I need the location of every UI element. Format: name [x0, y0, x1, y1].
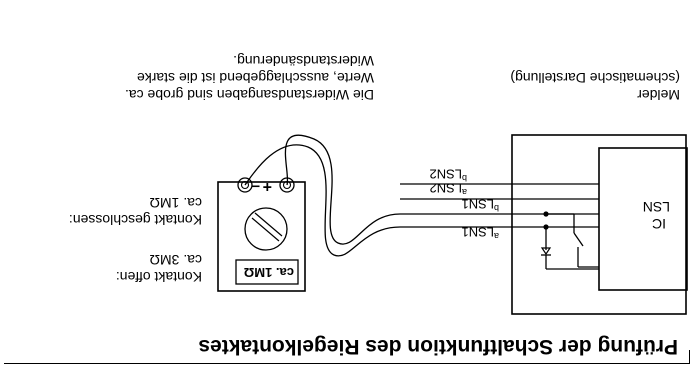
terminal-name: LSN1: [461, 196, 494, 212]
test-lead-2: [284, 134, 401, 245]
terminal-prefix: a: [493, 231, 499, 241]
terminal-prefix: b: [461, 173, 467, 183]
minus-terminal: [237, 177, 253, 193]
plus-terminal: [279, 177, 295, 193]
ic-block: [598, 147, 688, 291]
terminal-name: LSN2: [429, 166, 462, 182]
meter-scale-label: ca. 1MΩ: [243, 265, 294, 280]
resistance-note-line-1: Die Widerstandsangaben sind grobe ca.: [124, 87, 374, 103]
contact-open-label: Kontakt offen:: [115, 269, 202, 285]
contact-open-value: ca. 3MΩ: [149, 252, 202, 268]
detector-housing: [511, 134, 687, 315]
dial-pointer-line-1: [254, 212, 283, 237]
ohmmeter-dial: [244, 207, 288, 251]
terminal-label-blsn2: bLSN2: [429, 167, 467, 183]
detector-caption-note: (schematische Darstellung): [510, 70, 680, 86]
plus-terminal-inner: [282, 180, 292, 190]
contact-closed-label: Kontakt geschlossen:: [68, 212, 202, 228]
terminal-name: LSN1: [461, 224, 494, 240]
terminal-label-alsn1: aLSN1: [461, 225, 499, 241]
ohmmeter-scale-box: [235, 259, 299, 285]
plus-sign: +: [262, 178, 272, 195]
terminal-prefix: a: [461, 187, 467, 197]
bolt-contact-switch: [573, 232, 584, 247]
contact-closed-value: ca. 1MΩ: [149, 195, 202, 211]
resistance-note-line-2: Werte, ausschlaggebend ist die starke: [136, 70, 374, 86]
dial-pointer-line-2: [251, 217, 280, 242]
minus-sign: –: [251, 178, 260, 195]
terminal-prefix: b: [493, 203, 499, 213]
test-lead-1: [244, 144, 401, 257]
minus-terminal-inner: [240, 180, 250, 190]
terminal-label-blsn1: bLSN1: [461, 197, 499, 213]
diode-symbol: [540, 247, 552, 256]
ohmmeter-body: [217, 181, 306, 292]
lsn-label: LSN: [642, 199, 670, 215]
detector-caption: Melder: [637, 87, 680, 103]
ic-label: IC: [652, 216, 666, 232]
terminal-label-alsn2: aLSN2: [429, 181, 467, 197]
resistance-note-line-3: Widerstandsänderung.: [233, 53, 374, 69]
